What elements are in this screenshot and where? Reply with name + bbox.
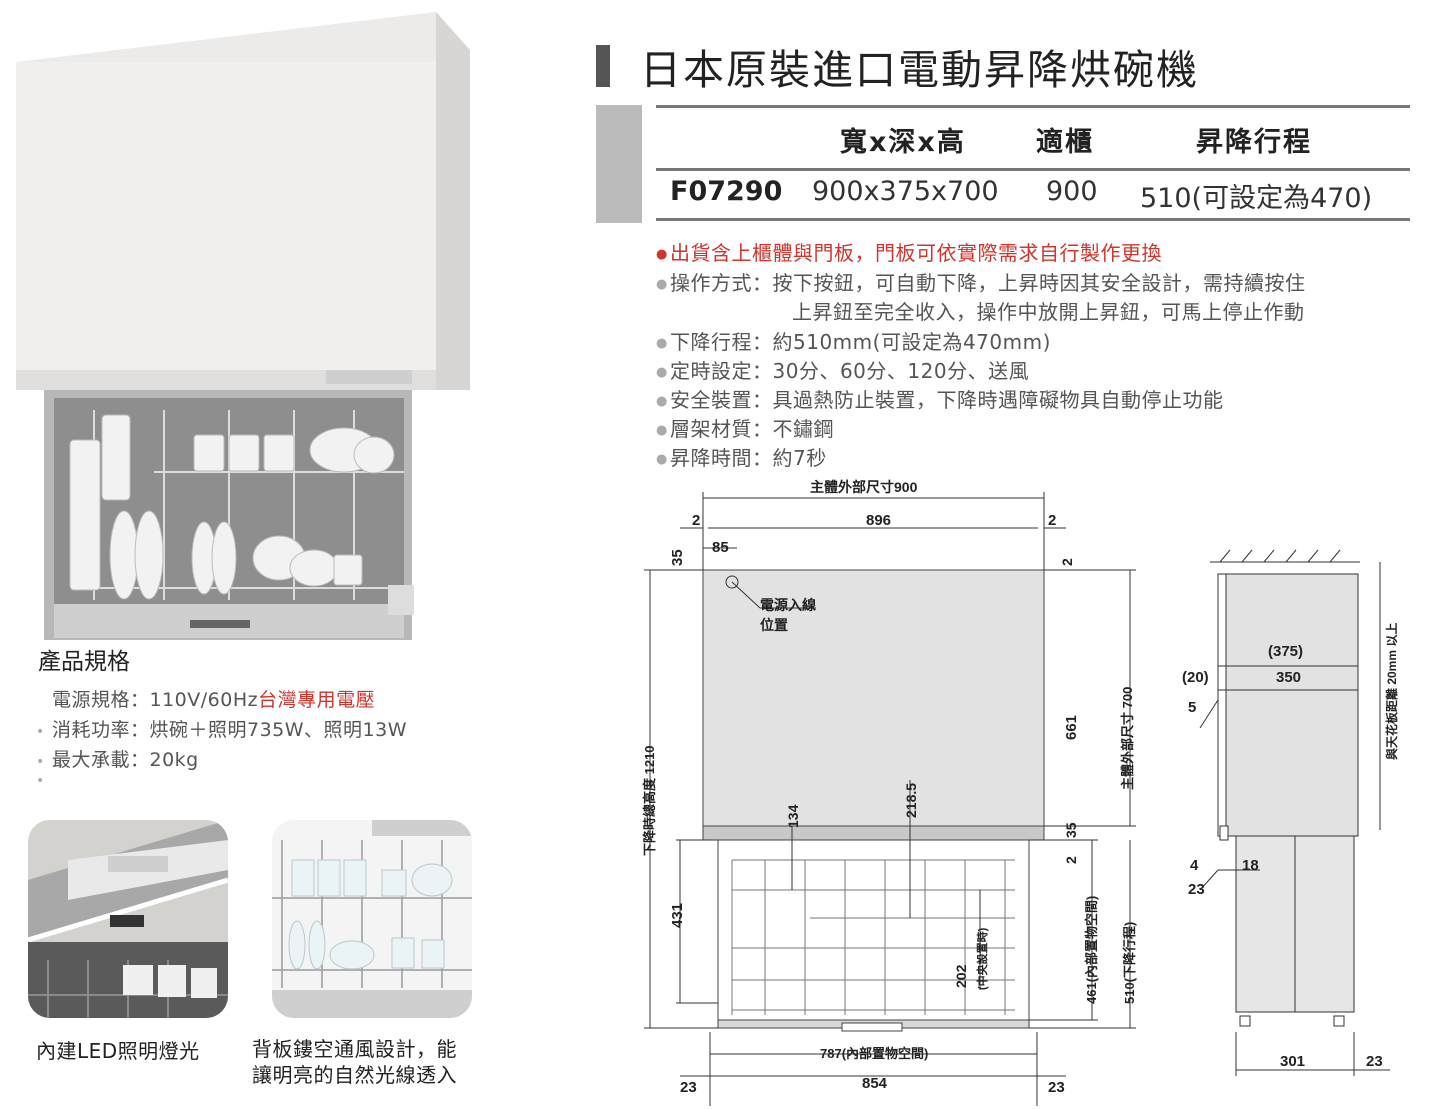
dim-854: 854: [862, 1075, 888, 1092]
spec-consumption-text: 消耗功率：烘碗＋照明735W、照明13W: [52, 719, 408, 741]
side-dim-20: (20): [1182, 669, 1209, 686]
dim-gap-left: 2: [692, 512, 700, 529]
table-model: F07290: [670, 176, 783, 207]
feature-text: 上昇鈕至完全收入，操作中放開上昇鈕，可馬上停止作動: [792, 300, 1305, 324]
dim-134: 134: [785, 804, 801, 828]
feature-item: ●昇降時間：約7秒: [656, 446, 827, 470]
spec-load: •最大承載：20kg: [36, 749, 199, 771]
dim-body-total: 主體外部尺寸 700: [1120, 687, 1135, 790]
feature-item: ●定時設定：30分、60分、120分、送風: [656, 359, 1030, 383]
table-header-cabinet: 適櫃: [1036, 127, 1094, 158]
side-dim-5: 5: [1188, 699, 1196, 716]
caption-vent-line1: 背板鏤空通風設計，能: [252, 1037, 457, 1061]
feature-text: 安全裝置：具過熱防止裝置，下降時遇障礙物具自動停止功能: [670, 388, 1224, 412]
page-title: 日本原裝進口電動昇降烘碗機: [640, 46, 1199, 94]
feature-item-continuation: 上昇鈕至完全收入，操作中放開上昇鈕，可馬上停止作動: [792, 296, 1305, 325]
table-cabinet: 900: [1046, 176, 1098, 207]
feature-item: ●出貨含上櫃體與門板，門板可依實際需求自行製作更換: [656, 241, 1162, 265]
dim-inner-width: 896: [866, 512, 891, 529]
spec-heading: 產品規格: [38, 649, 130, 675]
cord-label-1: 電源入線: [760, 597, 816, 613]
side-dim-301: 301: [1280, 1053, 1305, 1070]
dim-202: 202: [953, 964, 969, 988]
vent-back-photo: [272, 820, 472, 1018]
feature-text: 層架材質：不鏽鋼: [670, 417, 834, 441]
feature-text: 定時設定：30分、60分、120分、送風: [670, 359, 1030, 383]
feature-text: 出貨含上櫃體與門板，門板可依實際需求自行製作更換: [670, 241, 1162, 265]
dim-lower-2: 2: [1063, 856, 1079, 864]
spec-empty-bullet: •: [36, 773, 45, 789]
feature-item: ●層架材質：不鏽鋼: [656, 417, 834, 441]
dim-total-height: 下降時總高度 1210: [642, 745, 657, 856]
table-dims: 900x375x700: [812, 176, 999, 207]
side-dim-350: 350: [1276, 669, 1301, 686]
side-dim-23a: 23: [1188, 881, 1205, 898]
dim-body-height: 661: [1063, 715, 1080, 740]
table-header-dims: 寬x深x高: [840, 127, 966, 158]
dim-787: 787(內部置物空間): [820, 1046, 928, 1061]
table-side-block: [596, 105, 642, 223]
dim-cord-offset: 85: [712, 539, 729, 556]
feature-text: 操作方式：按下按鈕，可自動下降，上昇時因其安全設計，需持續按住: [670, 271, 1306, 295]
feature-item: ●安全裝置：具過熱防止裝置，下降時遇障礙物具自動停止功能: [656, 388, 1224, 412]
spec-consumption: •消耗功率：烘碗＋照明735W、照明13W: [36, 719, 408, 741]
cord-label-2: 位置: [760, 617, 788, 633]
spec-power-text: 電源規格：110V/60Hz: [52, 689, 259, 711]
title-accent-bar: [596, 45, 610, 87]
table-top-rule: [656, 105, 1410, 108]
dim-lower-35: 35: [1063, 822, 1079, 838]
dimension-drawing: 主體外部尺寸900 896 2 2 35 85 電源入線 位置 2 661 主體…: [642, 479, 1399, 1106]
feature-text: 昇降時間：約7秒: [670, 446, 827, 470]
table-header-travel: 昇降行程: [1196, 127, 1312, 158]
dim-510: 510(下降行程): [1122, 922, 1137, 1004]
side-dim-23b: 23: [1366, 1053, 1383, 1070]
dim-431: 431: [669, 903, 686, 928]
vent-back-illustration: [272, 820, 472, 1018]
dim-main-width: 主體外部尺寸900: [810, 479, 918, 495]
side-dim-4: 4: [1190, 857, 1199, 874]
led-light-photo: [28, 820, 228, 1018]
table-bottom-rule: [656, 218, 1410, 221]
dish-dryer-hero-photo: [16, 12, 470, 640]
dim-top-gap: 2: [1059, 558, 1075, 566]
side-dim-375: (375): [1268, 643, 1303, 660]
table-mid-rule: [656, 168, 1410, 171]
side-dim-18: 18: [1242, 857, 1259, 874]
caption-led: 內建LED照明燈光: [36, 1039, 200, 1063]
dim-218: 218.5: [903, 783, 919, 818]
side-ceiling-note: 與天花板距離 20mm 以上: [1384, 623, 1399, 760]
dim-gap-right: 2: [1048, 512, 1056, 529]
table-travel: 510(可設定為470): [1140, 183, 1373, 214]
dim-461: 461(內部置物空間): [1084, 896, 1099, 1004]
dim-bottom-23-left: 23: [680, 1079, 697, 1096]
led-light-illustration: [28, 820, 228, 1018]
feature-text: 下降行程：約510mm(可設定為470mm): [670, 330, 1051, 354]
spec-power-highlight: 台灣專用電壓: [258, 689, 376, 711]
caption-vent-line2: 讓明亮的自然光線透入: [252, 1063, 457, 1087]
dim-top-offset: 35: [669, 549, 686, 566]
feature-item: ●下降行程：約510mm(可設定為470mm): [656, 330, 1051, 354]
spec-power: 電源規格：110V/60Hz台灣專用電壓: [36, 685, 375, 712]
spec-load-text: 最大承載：20kg: [52, 749, 199, 771]
feature-item: ●操作方式：按下按鈕，可自動下降，上昇時因其安全設計，需持續按住: [656, 271, 1306, 295]
dim-202-label: (中央設置時): [975, 927, 989, 990]
dim-bottom-23-right: 23: [1048, 1079, 1065, 1096]
